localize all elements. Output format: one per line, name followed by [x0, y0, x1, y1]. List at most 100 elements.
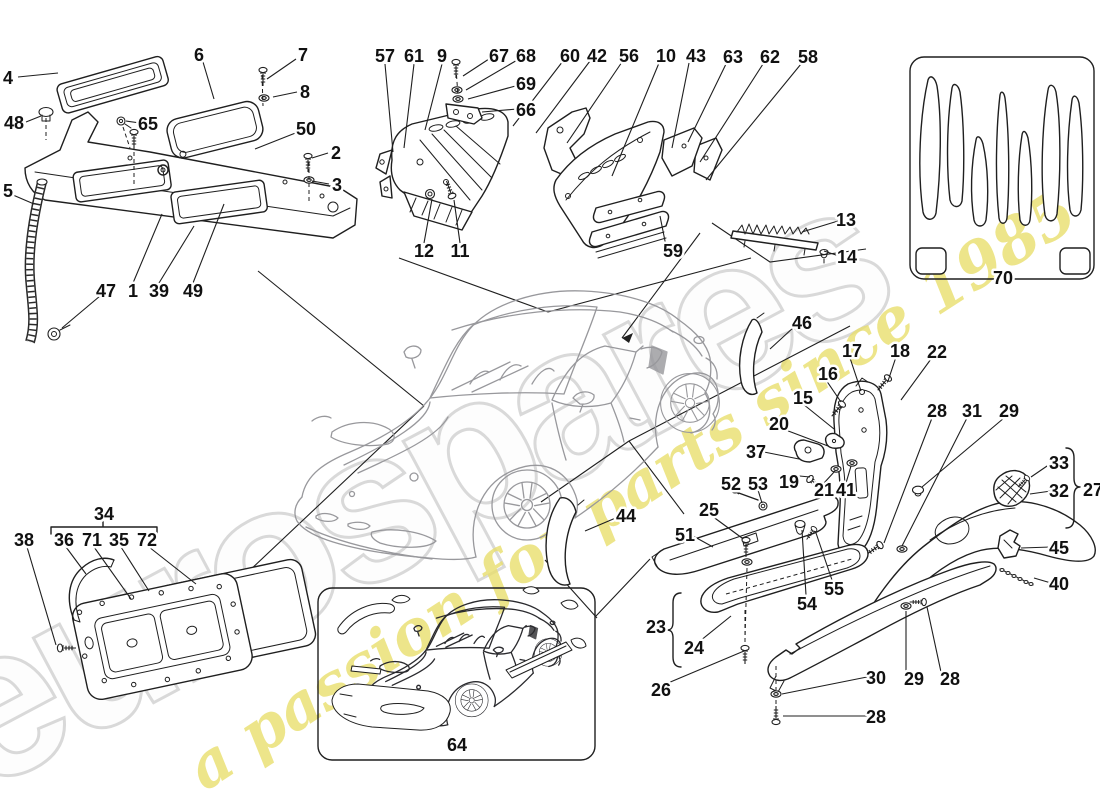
lid-6 — [166, 100, 264, 159]
part-label-61: 61 — [404, 46, 424, 66]
gasket-50 — [170, 179, 268, 225]
braces — [666, 447, 1081, 668]
hose-5 — [24, 178, 48, 344]
part-label-9: 9 — [437, 46, 447, 66]
part-label-69: 69 — [516, 74, 536, 94]
part-label-51: 51 — [675, 525, 695, 545]
part-label-28: 28 — [927, 401, 947, 421]
bracket-45 — [997, 529, 1021, 559]
inset-parts — [331, 586, 587, 731]
clip-20 — [824, 432, 845, 449]
part-label-56: 56 — [619, 46, 639, 66]
part-label-50: 50 — [296, 119, 316, 139]
part-label-46: 46 — [792, 313, 812, 333]
part-label-40: 40 — [1049, 574, 1069, 594]
part-label-44: 44 — [616, 506, 636, 526]
part-label-8: 8 — [300, 82, 310, 102]
part-label-30: 30 — [866, 668, 886, 688]
part-label-35: 35 — [109, 530, 129, 550]
bracket-37 — [793, 439, 825, 463]
part-label-20: 20 — [769, 414, 789, 434]
access-cover-group — [50, 518, 317, 701]
part-label-10: 10 — [656, 46, 676, 66]
cover-plate-35 — [71, 573, 253, 701]
part-label-39: 39 — [149, 281, 169, 301]
washer-21 — [830, 465, 842, 473]
brace-27 — [1065, 447, 1081, 529]
part-label-57: 57 — [375, 46, 395, 66]
part-label-6: 6 — [194, 45, 204, 65]
plug-29 — [911, 485, 925, 497]
bracket-66 — [445, 103, 483, 125]
shield-group — [375, 58, 723, 259]
part-label-49: 49 — [183, 281, 203, 301]
screw-7 — [258, 66, 268, 87]
part-label-65: 65 — [138, 114, 158, 134]
sill-cover-group — [545, 495, 997, 726]
part-label-11: 11 — [450, 241, 469, 261]
part-label-1: 1 — [128, 281, 138, 301]
washer-30 — [770, 690, 782, 698]
part-label-18: 18 — [890, 341, 910, 361]
washer-25 — [741, 558, 753, 566]
gasket-4 — [56, 55, 169, 114]
part-label-16: 16 — [818, 364, 838, 384]
part-label-12: 12 — [414, 241, 434, 261]
part-label-72: 72 — [137, 530, 157, 550]
front-cover-group — [24, 55, 358, 344]
gasket-49 — [72, 159, 172, 203]
stone-guard-44 — [545, 496, 577, 586]
part-label-19: 19 — [779, 472, 799, 492]
brace-23 — [666, 592, 682, 668]
grille-32 — [993, 469, 1031, 507]
part-label-24: 24 — [684, 638, 704, 658]
part-label-33: 33 — [1049, 453, 1069, 473]
part-label-2: 2 — [331, 143, 341, 163]
part-label-38: 38 — [14, 530, 34, 550]
screw-26 — [740, 644, 750, 665]
part-label-62: 62 — [760, 47, 780, 67]
part-label-71: 71 — [82, 530, 102, 550]
under-shield-23-24 — [700, 543, 869, 613]
clip-14 — [819, 248, 829, 264]
washer-69 — [452, 95, 464, 103]
clip-65 — [116, 116, 132, 129]
part-label-63: 63 — [723, 47, 743, 67]
part-label-41: 41 — [836, 480, 856, 500]
part-label-67: 67 — [489, 46, 509, 66]
part-label-58: 58 — [798, 47, 818, 67]
screw-2 — [303, 152, 313, 173]
part-label-4: 4 — [3, 68, 13, 88]
part-label-15: 15 — [793, 388, 813, 408]
part-label-48: 48 — [4, 113, 24, 133]
part-label-34: 34 — [94, 504, 114, 524]
part-label-66: 66 — [516, 100, 536, 120]
part-label-13: 13 — [836, 210, 856, 230]
part-label-70: 70 — [993, 268, 1013, 288]
part-label-52: 52 — [721, 474, 741, 494]
part-label-21: 21 — [814, 480, 834, 500]
part-label-47: 47 — [96, 281, 116, 301]
side-skirt — [767, 561, 997, 693]
badge-group — [730, 223, 829, 264]
part-label-43: 43 — [686, 46, 706, 66]
clip-53 — [758, 501, 768, 511]
part-label-26: 26 — [651, 680, 671, 700]
part-label-29: 29 — [904, 669, 924, 689]
grommet-12 — [424, 188, 436, 200]
part-label-23: 23 — [646, 617, 666, 637]
part-label-54: 54 — [797, 594, 817, 614]
group-pointer-lines — [229, 222, 1066, 619]
strip-40 — [999, 567, 1034, 587]
part-label-17: 17 — [842, 341, 862, 361]
part-label-32: 32 — [1049, 481, 1069, 501]
trim-strips — [915, 76, 1091, 275]
sill-51 — [651, 495, 839, 575]
leader-lines — [12, 56, 1052, 717]
part-label-31: 31 — [962, 401, 982, 421]
part-label-29: 29 — [999, 401, 1019, 421]
trim-set-box-70 — [909, 56, 1095, 280]
